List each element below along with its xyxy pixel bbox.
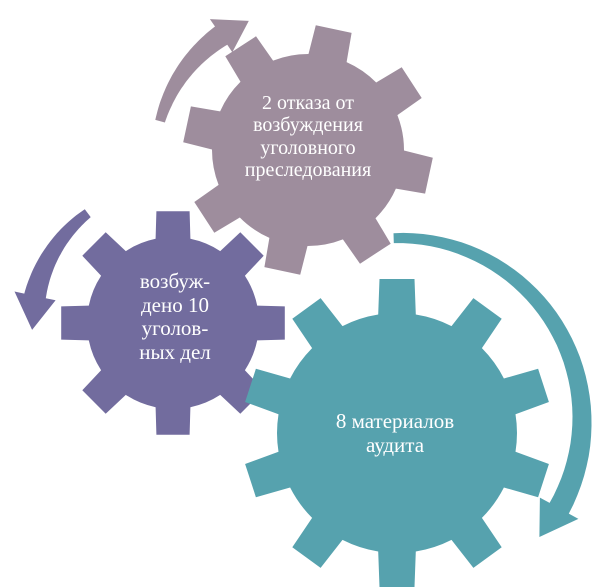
gear-label-line: дено 10	[141, 292, 209, 317]
gear-label-line: 8 материалов	[335, 409, 455, 433]
gear-label-line: возбуждения	[253, 114, 363, 137]
gear-label-criminal-cases: возбуж- дено 10 уголов- ных дел	[100, 269, 250, 364]
gear-icon	[245, 279, 549, 587]
gear-label-line: ных дел	[139, 339, 211, 364]
gear-label-line: преследования	[244, 159, 372, 182]
gear-label-line: возбуж-	[139, 269, 211, 293]
gear-label-refusals: 2 отказа от возбуждения уголовного пресл…	[213, 92, 403, 182]
gear-label-line: уголов-	[141, 316, 209, 341]
gear-label-line: 2 отказа от	[261, 92, 355, 114]
gear-icon	[183, 25, 433, 275]
curved-arrow-icon	[155, 19, 249, 123]
gear-label-line: уголовного	[260, 136, 356, 159]
gear-icon	[61, 211, 285, 435]
gear-label-line: аудита	[365, 432, 425, 457]
curved-arrow-icon	[393, 232, 592, 537]
gear-label-audit-materials: 8 материалов аудита	[305, 409, 485, 457]
curved-arrow-icon	[14, 209, 91, 330]
